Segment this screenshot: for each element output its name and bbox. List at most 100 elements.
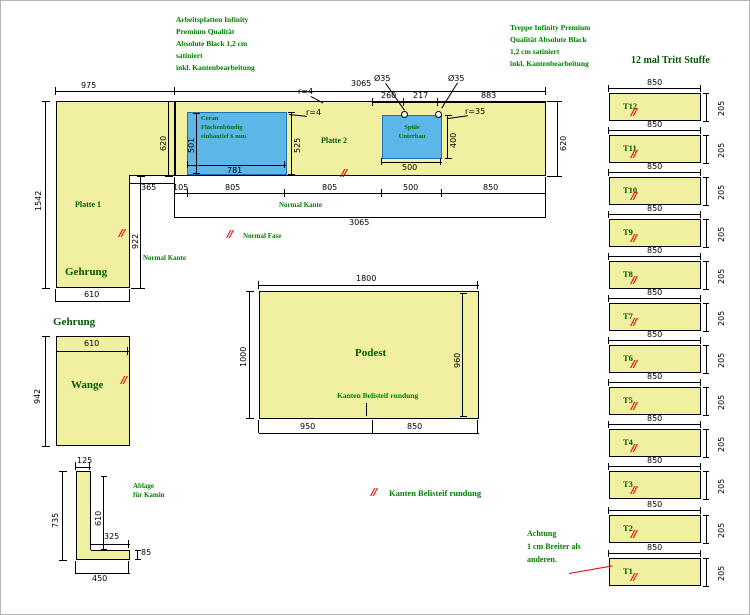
- note-line: Achtung: [527, 529, 557, 538]
- dimension-label: 260: [381, 91, 397, 100]
- drawing-line: [129, 175, 176, 176]
- dimension-label: 620: [159, 135, 168, 151]
- double-slash-mark: //: [121, 375, 127, 386]
- dim-tick: [703, 373, 709, 374]
- step-label: T6: [623, 353, 633, 363]
- step-depth-label: 205: [717, 478, 726, 494]
- double-slash-mark: //: [631, 572, 637, 583]
- note-line: Treppe Infinity Premium: [510, 23, 591, 32]
- dim-tick: [700, 507, 701, 514]
- drawing-line: [288, 174, 295, 175]
- drawing-line: [174, 87, 175, 95]
- step-t4-shape: [609, 429, 701, 457]
- drawing-line: [445, 158, 452, 159]
- drawing-line: [56, 91, 546, 92]
- dim-tick: [703, 415, 709, 416]
- step-label: T8: [623, 269, 633, 279]
- dim-tick: [703, 247, 709, 248]
- drawing-line: [249, 291, 250, 419]
- shape-ceran-cutout: [187, 112, 287, 175]
- drawing-line: [557, 101, 558, 176]
- label-wange: Wange: [71, 379, 104, 391]
- double-slash-mark: //: [631, 443, 637, 454]
- dimension-label: r=35: [465, 107, 486, 116]
- step-depth-dim-line: [706, 515, 707, 543]
- step-label: T2: [623, 523, 633, 533]
- worktop-material-note: Arbeitsplatten Infinity Premium Qualität…: [176, 14, 255, 74]
- dimension-label: 400: [449, 132, 458, 148]
- step-depth-dim-line: [706, 558, 707, 586]
- drawing-line: [165, 101, 173, 102]
- drawing-line: [130, 183, 175, 184]
- dim-tick: [703, 135, 709, 136]
- note-line: Premium Qualität: [176, 27, 235, 36]
- dim-tick: [608, 379, 609, 386]
- drawing-line: [193, 113, 200, 114]
- drawing-line: [45, 101, 46, 288]
- drawing-line: [101, 476, 107, 477]
- label-gehrung: Gehrung: [65, 266, 108, 278]
- step-width-dim-line: [609, 510, 701, 511]
- dimension-label: 960: [453, 352, 462, 368]
- double-slash-mark: //: [631, 485, 637, 496]
- shape-podest: [259, 291, 479, 419]
- dim-tick: [703, 331, 709, 332]
- step-width-dim-line: [609, 130, 701, 131]
- dimension-label: 1000: [239, 346, 248, 367]
- dim-tick: [700, 550, 701, 557]
- dimension-label: 805: [225, 183, 241, 192]
- dim-tick: [703, 543, 709, 544]
- dimension-label: Ø35: [448, 74, 465, 83]
- dim-tick: [703, 163, 709, 164]
- label-platte-1: Platte 1: [75, 200, 101, 209]
- label-ablage: Ablage: [133, 482, 154, 490]
- drawing-line: [403, 98, 404, 106]
- step-width-dim-line: [609, 214, 701, 215]
- drawing-line: [55, 87, 56, 95]
- drawing-line: [165, 176, 173, 177]
- step-depth-dim-line: [706, 471, 707, 499]
- step-depth-label: 205: [717, 184, 726, 200]
- dimension-label: 3065: [351, 79, 372, 88]
- step-t7-shape: [609, 303, 701, 331]
- step-label: T11: [623, 143, 637, 153]
- step-width-dim-line: [609, 88, 701, 89]
- drawing-line: [129, 179, 130, 187]
- drawing-line: [462, 293, 463, 417]
- dim-tick: [700, 379, 701, 386]
- double-slash-mark: //: [631, 233, 637, 244]
- drawing-line: [372, 98, 373, 106]
- dimension-label: 975: [81, 81, 97, 90]
- step-depth-label: 205: [717, 100, 726, 116]
- drawing-line: [56, 347, 57, 355]
- drawing-line: [59, 471, 67, 472]
- step-width-label: 850: [647, 204, 663, 213]
- drawing-line: [545, 177, 546, 218]
- drawing-line: [127, 347, 128, 355]
- drawing-line: [42, 336, 50, 337]
- double-slash-mark: //: [227, 229, 233, 240]
- drawing-line: [175, 193, 546, 194]
- step-depth-label: 205: [717, 522, 726, 538]
- drawing-line: [168, 101, 169, 176]
- drawing-line: [135, 559, 141, 560]
- dim-tick: [703, 177, 709, 178]
- step-width-label: 850: [647, 330, 663, 339]
- double-slash-mark: //: [631, 275, 637, 286]
- dim-tick: [608, 550, 609, 557]
- dimension-label: r=4: [298, 87, 314, 96]
- dim-tick: [608, 127, 609, 134]
- drawing-line: [259, 433, 479, 434]
- dimension-label: 500: [402, 163, 418, 172]
- drawing-line: [188, 165, 286, 166]
- note-line: Arbeitsplatten Infinity: [176, 15, 249, 24]
- shape-faucet-hole-2: [435, 111, 442, 118]
- dimension-label: 125: [77, 456, 93, 465]
- drawing-line: [246, 418, 254, 419]
- double-slash-mark: //: [631, 359, 637, 370]
- drawing-line: [140, 176, 141, 288]
- dim-tick: [608, 211, 609, 218]
- step-t2-shape: [609, 515, 701, 543]
- drawing-line: [187, 161, 188, 168]
- cutout-label-line: Flächenbündig: [201, 124, 243, 131]
